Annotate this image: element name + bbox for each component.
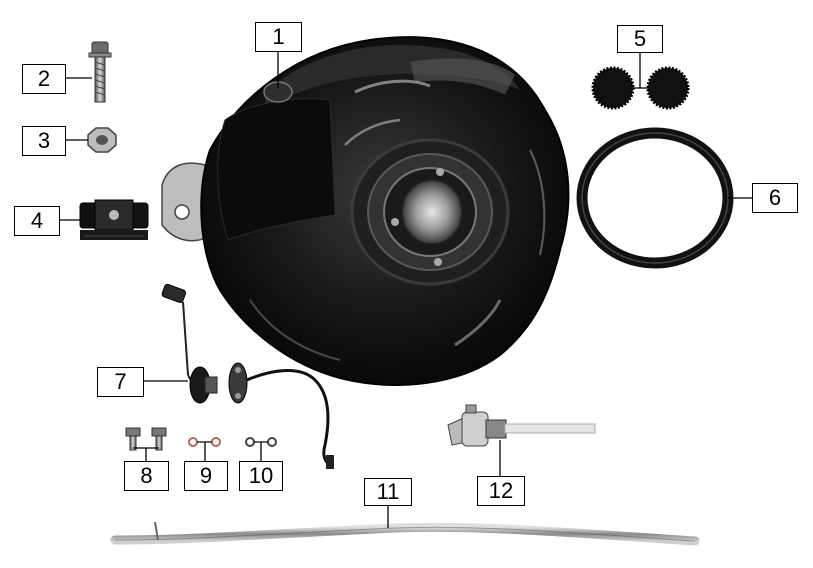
callout-1: 1 <box>255 22 302 52</box>
fuel-tank <box>161 36 570 386</box>
fuel-cock-valve <box>447 404 596 447</box>
callout-4: 4 <box>14 206 60 236</box>
callout-8: 8 <box>124 461 169 491</box>
breather-pipe <box>110 521 700 546</box>
leader-lines <box>60 52 752 528</box>
fuel-level-sender <box>161 283 334 469</box>
rubber-damper <box>79 199 149 240</box>
callout-10: 10 <box>239 461 283 491</box>
callout-3: 3 <box>22 126 66 156</box>
callout-9: 9 <box>184 461 228 491</box>
callout-6: 6 <box>752 183 798 213</box>
flange-bolt <box>88 41 112 103</box>
callout-2: 2 <box>22 64 66 94</box>
o-ring-gasket <box>576 127 734 269</box>
callout-5: 5 <box>617 25 663 53</box>
callout-7: 7 <box>97 367 144 397</box>
callout-12: 12 <box>477 476 525 506</box>
screw-pair <box>125 427 167 451</box>
callout-11: 11 <box>364 478 412 506</box>
hex-nut <box>87 127 117 153</box>
